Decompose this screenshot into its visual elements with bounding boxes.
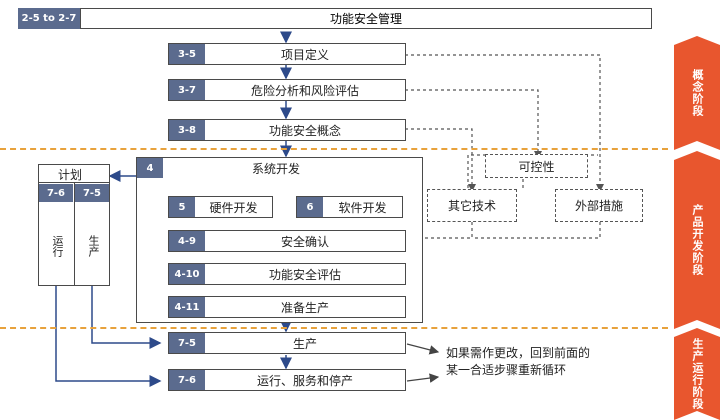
step-num: 4-9 [169, 231, 205, 251]
step-safety-concept: 3-8 功能安全概念 [168, 119, 406, 141]
step-label: 安全确认 [280, 234, 329, 249]
phase-separator [0, 327, 668, 329]
change-note: 如果需作更改，回到前面的 某一合适步骤重新循环 [446, 345, 590, 379]
step-safety-assessment: 4-10 功能安全评估 [168, 263, 406, 285]
system-dev-num-text: 4 [146, 162, 154, 174]
step-label: 准备生产 [280, 300, 329, 315]
phase-separator [0, 148, 668, 150]
range-tag: 2-5 to 2-7 [18, 8, 80, 29]
plan-col2-num: 7-5 [75, 184, 109, 202]
controllability-box: 可控性 [485, 154, 588, 178]
plan-col1-label: 运行 [51, 235, 64, 257]
external-measures-box: 外部措施 [555, 189, 643, 222]
step-num: 4-10 [169, 264, 205, 284]
system-dev-num: 4 [137, 158, 163, 178]
step-operation-service: 7-6 运行、服务和停产 [168, 369, 406, 391]
range-tag-text: 2-5 to 2-7 [21, 13, 77, 24]
hardware-development: 5 硬件开发 [168, 196, 273, 218]
step-hazard-analysis: 3-7 危险分析和风险评估 [168, 79, 406, 101]
step-item-definition: 3-5 项目定义 [168, 43, 406, 65]
plan-col1-num: 7-6 [39, 184, 73, 202]
step-label: 运行、服务和停产 [256, 373, 353, 388]
phase-product-dev-label: 产品开发阶段 [691, 204, 704, 276]
phase-concept-label: 概念阶段 [691, 69, 704, 117]
step-label: 生产 [292, 336, 317, 351]
controllability-label: 可控性 [518, 159, 555, 174]
other-tech-label: 其它技术 [447, 199, 496, 213]
step-label: 项目定义 [280, 47, 329, 62]
phase-product-development: 产品开发阶段 [674, 151, 720, 329]
step-label: 危险分析和风险评估 [250, 83, 359, 98]
plan-col2-num-text: 7-5 [82, 187, 102, 199]
connector-lines [55, 31, 604, 387]
header-title: 功能安全管理 [329, 12, 402, 26]
note-line-1: 如果需作更改，回到前面的 [446, 346, 591, 360]
step-label: 功能安全概念 [268, 123, 341, 138]
other-technologies-box: 其它技术 [427, 189, 517, 222]
step-num: 3-8 [169, 120, 205, 140]
phase-after-sop-label: 生产运行阶段 [691, 338, 704, 410]
plan-col2-label: 生产 [87, 235, 100, 257]
functional-safety-management-bar: 功能安全管理 [80, 8, 652, 29]
phase-concept: 概念阶段 [674, 36, 720, 150]
step-num: 4-11 [169, 297, 205, 317]
step-release-production: 4-11 准备生产 [168, 296, 406, 318]
step-num: 7-6 [169, 370, 205, 390]
step-num: 3-5 [169, 44, 205, 64]
phase-after-sop: 生产运行阶段 [674, 328, 720, 420]
plan-col-divider [74, 182, 75, 286]
step-production: 7-5 生产 [168, 332, 406, 354]
step-label: 功能安全评估 [268, 267, 341, 282]
plan-title: 计划 [58, 168, 83, 182]
step-num: 3-7 [169, 80, 205, 100]
step-num: 6 [297, 197, 323, 217]
step-label: 软件开发 [338, 200, 387, 215]
step-safety-validation: 4-9 安全确认 [168, 230, 406, 252]
system-dev-label: 系统开发 [252, 162, 301, 176]
note-line-2: 某一合适步骤重新循环 [446, 363, 567, 377]
step-num: 5 [169, 197, 195, 217]
plan-col1-num-text: 7-6 [46, 187, 66, 199]
step-label: 硬件开发 [209, 200, 258, 215]
external-label: 外部措施 [574, 199, 623, 213]
software-development: 6 软件开发 [296, 196, 403, 218]
step-num: 7-5 [169, 333, 205, 353]
